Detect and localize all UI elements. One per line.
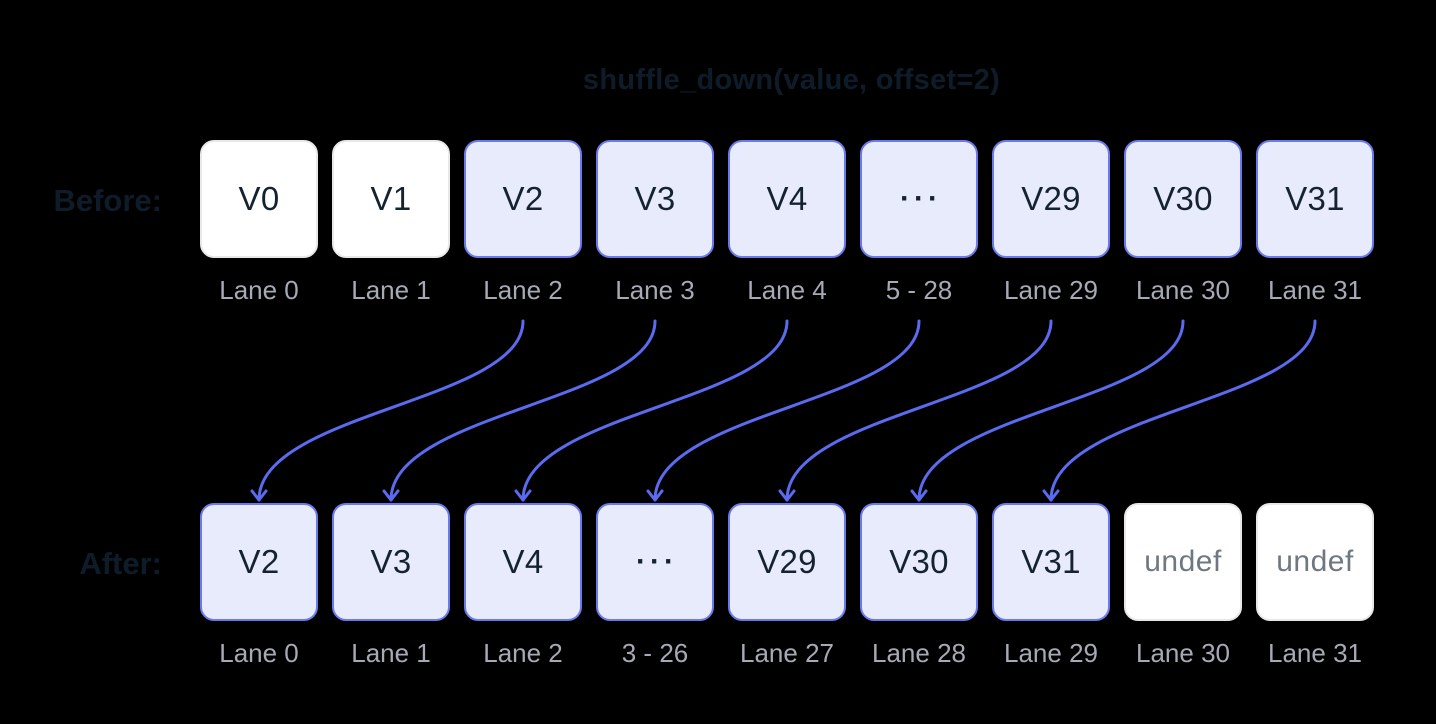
value-cell: V31 xyxy=(992,503,1110,621)
cell-value: V31 xyxy=(1285,180,1345,217)
ellipsis-cell: ··· xyxy=(596,503,714,621)
value-cell: V3 xyxy=(596,140,714,258)
cell-value: V2 xyxy=(502,180,544,217)
value-cell: V30 xyxy=(1124,140,1242,258)
lane-label: Lane 1 xyxy=(351,275,431,305)
shuffle-arrow xyxy=(646,319,921,502)
shuffle-arrow xyxy=(382,319,657,502)
lane-label: Lane 2 xyxy=(483,638,563,668)
cell-value: V0 xyxy=(238,180,280,217)
cell-value: V4 xyxy=(502,543,544,580)
cell-value: undef xyxy=(1144,545,1222,578)
cell-value: V1 xyxy=(370,180,412,217)
lane-label: Lane 30 xyxy=(1136,638,1230,668)
lane-label: 3 - 26 xyxy=(621,638,689,668)
lane-label: Lane 28 xyxy=(872,638,966,668)
lane-label: Lane 3 xyxy=(615,275,695,305)
value-cell: V29 xyxy=(992,140,1110,258)
cell-value: undef xyxy=(1276,545,1354,578)
before-row-label: Before: xyxy=(53,183,162,218)
cell-value: ··· xyxy=(900,182,942,215)
value-cell: undef xyxy=(1256,503,1374,621)
after-row-label: After: xyxy=(79,546,162,581)
value-cell: V4 xyxy=(728,140,846,258)
lane-label: Lane 31 xyxy=(1268,275,1362,305)
lane-column: ··· 3 - 26 xyxy=(596,503,714,669)
value-cell: undef xyxy=(1124,503,1242,621)
lane-label: Lane 29 xyxy=(1004,638,1098,668)
value-cell: V1 xyxy=(332,140,450,258)
value-cell: V2 xyxy=(464,140,582,258)
lane-label: Lane 4 xyxy=(747,275,827,305)
cell-value: V30 xyxy=(1153,180,1213,217)
value-cell: V31 xyxy=(1256,140,1374,258)
shuffle-arrow xyxy=(250,319,525,502)
cell-value: V3 xyxy=(634,180,676,217)
ellipsis-cell: ··· xyxy=(860,140,978,258)
lane-label: Lane 2 xyxy=(483,275,563,305)
value-cell: V29 xyxy=(728,503,846,621)
lane-label: Lane 0 xyxy=(219,638,299,668)
lane-label: Lane 27 xyxy=(740,638,834,668)
cell-value: V29 xyxy=(1021,180,1081,217)
value-cell: V2 xyxy=(200,503,318,621)
cell-value: V31 xyxy=(1021,543,1081,580)
value-cell: V4 xyxy=(464,503,582,621)
lane-column: ··· 5 - 28 xyxy=(860,140,978,306)
lane-label: 5 - 28 xyxy=(885,275,953,305)
cell-value: V4 xyxy=(766,180,808,217)
lane-label: Lane 0 xyxy=(219,275,299,305)
shuffle-arrow xyxy=(778,319,1053,502)
lane-label: Lane 29 xyxy=(1004,275,1098,305)
lane-label: Lane 1 xyxy=(351,638,431,668)
cell-value: ··· xyxy=(636,545,678,578)
shuffle-arrow xyxy=(910,319,1185,502)
lane-label: Lane 31 xyxy=(1268,638,1362,668)
diagram-title: shuffle_down(value, offset=2) xyxy=(582,64,1001,96)
shuffle-arrow xyxy=(514,319,789,502)
cell-value: V29 xyxy=(757,543,817,580)
cell-value: V30 xyxy=(889,543,949,580)
lane-label: Lane 30 xyxy=(1136,275,1230,305)
cell-value: V3 xyxy=(370,543,412,580)
cell-value: V2 xyxy=(238,543,280,580)
value-cell: V3 xyxy=(332,503,450,621)
value-cell: V30 xyxy=(860,503,978,621)
shuffle-arrow xyxy=(1042,319,1317,502)
value-cell: V0 xyxy=(200,140,318,258)
